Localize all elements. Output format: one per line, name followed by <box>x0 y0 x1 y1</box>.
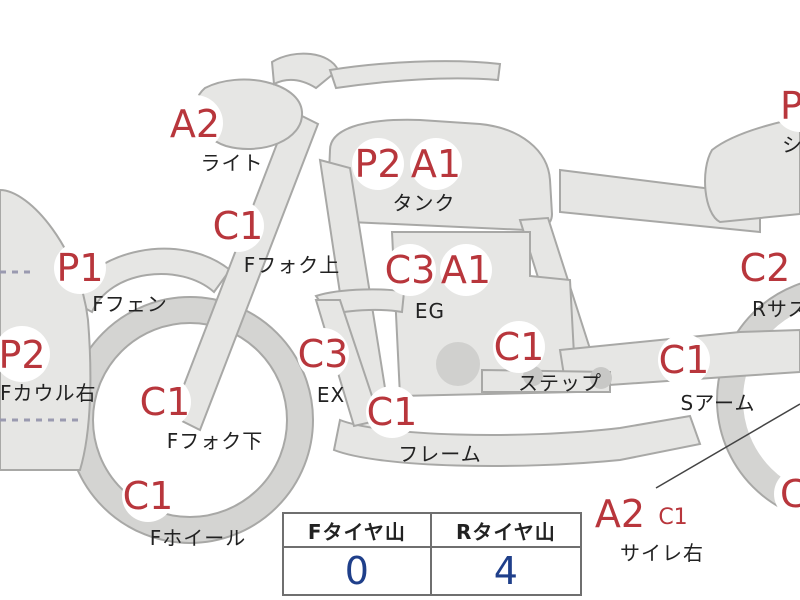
code-front-cowl: P2 <box>0 333 46 377</box>
label-tank: タンク <box>393 191 456 215</box>
front-fork <box>170 108 320 432</box>
label-front-cowl: Fカウル右 <box>0 381 97 405</box>
rear-wheel <box>717 283 800 517</box>
handlebar <box>270 52 340 90</box>
code-silencer-1: A2 <box>595 492 645 536</box>
step <box>481 368 611 393</box>
front-tire-header: Fタイヤ山 <box>282 512 432 548</box>
code-front-fender: P1 <box>56 246 103 290</box>
code-light: A2 <box>170 102 220 146</box>
code-step: C1 <box>494 325 545 369</box>
front-tire-value: 0 <box>282 546 432 596</box>
label-light: ライト <box>201 151 264 175</box>
label-front-wheel: Fホイール <box>150 526 247 550</box>
code-rear-suspension: C2 <box>740 246 791 290</box>
tire-tread-table: Fタイヤ山 Rタイヤ山 0 4 <box>282 512 583 596</box>
code-front-wheel: C1 <box>123 474 174 518</box>
label-seat: シート <box>782 133 800 157</box>
label-fork-lower: Fフォク下 <box>167 429 264 453</box>
rear-tire-value: 4 <box>429 546 583 596</box>
part-labels: ライト タンク Fフォク上 Fフェン EG Fカウル右 EX Fフォク下 フレー… <box>0 133 800 565</box>
code-silencer-2: C1 <box>658 505 687 530</box>
label-fork-upper: Fフォク上 <box>244 253 341 277</box>
code-engine-1: C3 <box>385 248 436 292</box>
code-tank-2: A1 <box>411 142 461 186</box>
code-tank-1: P2 <box>354 142 401 186</box>
grade-badges <box>0 80 800 540</box>
code-frame: C1 <box>367 390 418 434</box>
label-front-fender: Fフェン <box>92 292 168 316</box>
frame-lower <box>332 414 702 467</box>
label-swing-arm: Sアーム <box>681 391 756 415</box>
code-exhaust: C3 <box>298 332 349 376</box>
label-frame: フレーム <box>398 442 481 466</box>
label-silencer: サイレ右 <box>620 541 704 565</box>
label-step: ステップ <box>518 371 602 395</box>
code-engine-2: A1 <box>441 248 491 292</box>
motorcycle-silhouette <box>0 52 800 544</box>
label-rear-suspension: Rサス <box>752 297 800 321</box>
label-exhaust: EX <box>317 383 345 407</box>
grade-codes: A2 P2 A1 C1 P1 C3 A1 P2 C3 C1 C1 C1 C1 C… <box>0 84 800 536</box>
code-swing-arm: C1 <box>659 338 710 382</box>
code-seat: P <box>780 84 800 128</box>
rear-tire-header: Rタイヤ山 <box>429 512 583 548</box>
code-fork-lower: C1 <box>140 380 191 424</box>
label-engine: EG <box>415 299 445 323</box>
code-rear-wheel: C <box>780 472 800 516</box>
code-fork-upper: C1 <box>213 204 264 248</box>
seat <box>704 116 800 224</box>
